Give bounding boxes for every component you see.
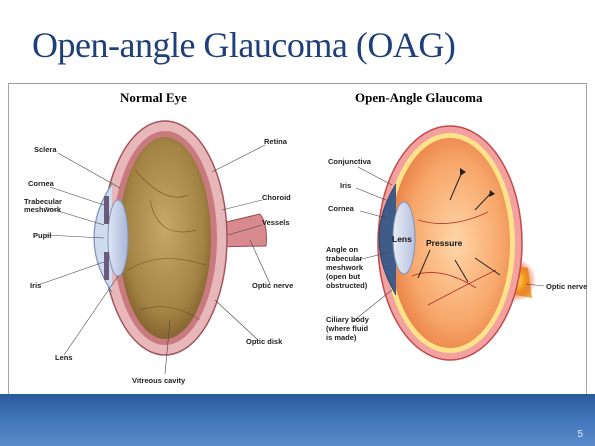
footer-band: 5 <box>0 394 595 446</box>
label-pupil: Pupil <box>33 231 51 240</box>
label-retina: Retina <box>264 137 288 146</box>
label-oag-angle: Angle on trabecular meshwork (open but o… <box>326 245 368 290</box>
slide-number: 5 <box>577 429 583 440</box>
label-oag-optic-nerve: Optic nerve <box>546 282 587 291</box>
vitreous-body <box>119 137 211 339</box>
label-lens: Lens <box>55 353 73 362</box>
label-cornea: Cornea <box>28 179 55 188</box>
oag-eye-diagram: Conjunctiva Iris Cornea Lens Pressure An… <box>300 100 595 394</box>
label-optic-disk: Optic disk <box>246 337 283 346</box>
label-oag-lens: Lens <box>392 234 412 244</box>
label-vessels: Vessels <box>262 218 290 227</box>
iris-shape <box>104 196 109 224</box>
label-oag-ciliary: Ciliary body (where fluid is made) <box>326 315 371 342</box>
label-vitreous-cavity: Vitreous cavity <box>132 376 186 385</box>
slide-title: Open-angle Glaucoma (OAG) <box>32 24 455 66</box>
label-oag-pressure: Pressure <box>426 238 463 248</box>
label-oag-iris: Iris <box>340 181 351 190</box>
label-trabecular: Trabecular meshwork <box>24 197 64 214</box>
label-optic-nerve: Optic nerve <box>252 281 293 290</box>
label-iris: Iris <box>30 281 41 290</box>
label-oag-conjunctiva: Conjunctiva <box>328 157 372 166</box>
lens-shape <box>108 200 128 276</box>
title-area: Open-angle Glaucoma (OAG) <box>8 0 587 83</box>
label-oag-cornea: Cornea <box>328 204 355 213</box>
label-choroid: Choroid <box>262 193 291 202</box>
normal-eye-diagram: Sclera Cornea Trabecular meshwork Pupil … <box>0 100 300 394</box>
label-sclera: Sclera <box>34 145 57 154</box>
